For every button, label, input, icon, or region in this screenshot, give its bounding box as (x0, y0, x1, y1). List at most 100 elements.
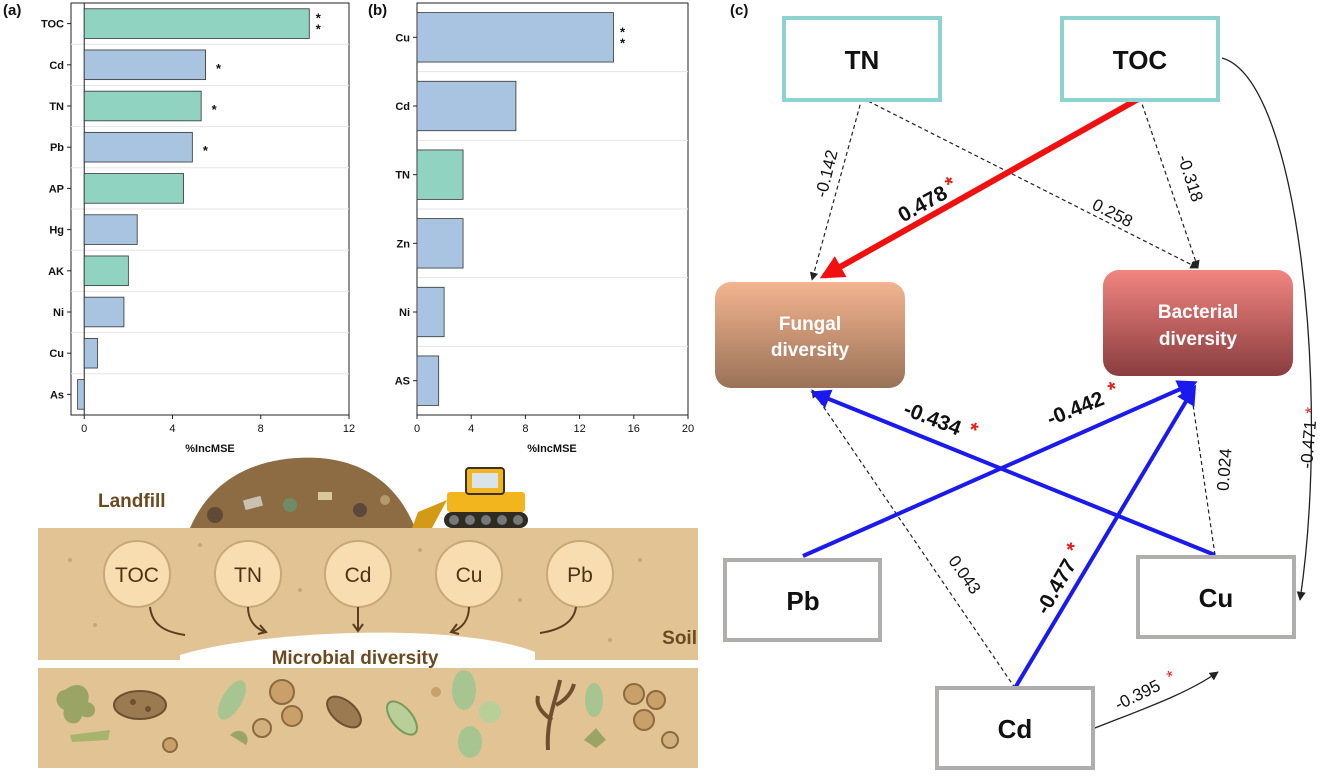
chart-b-xtick-label: 0 (414, 423, 420, 435)
chart-b-bar-cu (416, 12, 614, 63)
chart-b-category-label: AS (395, 376, 410, 388)
landfill-mound (190, 457, 415, 528)
coef-toc-bacterial: -0.318 (1174, 152, 1207, 204)
factor-circle-toc (103, 540, 171, 608)
coef-toc-cu: -0.471 (1297, 420, 1320, 470)
path-pb-bacterial (802, 380, 1198, 558)
coef-cd-fungal: 0.043 (945, 552, 985, 598)
node-pb-label: Pb (786, 586, 819, 616)
chart-a-bar-ni (83, 296, 125, 328)
sig-cu-fungal: * (965, 418, 982, 443)
node-fungal-line2: diversity (771, 340, 850, 361)
chart-b-xtick-label: 16 (628, 423, 640, 435)
node-cu-label: Cu (1199, 583, 1234, 613)
coef-cd-cu: -0.395 (1112, 676, 1164, 714)
factor-circle-pb-label: Pb (567, 564, 593, 587)
chart-a-category-label: TN (49, 101, 64, 113)
sig-cd-cu: * (1164, 666, 1179, 686)
chart-a-bar-cu (83, 337, 98, 369)
path-tn-bacterial (861, 97, 1199, 269)
chart-a-bar-ak (83, 255, 129, 287)
panel-label-a: (a) (3, 2, 21, 19)
node-bacterial (1103, 270, 1293, 376)
chart-b-significance: * (620, 35, 626, 50)
node-tn (782, 16, 942, 102)
microbial-label: Microbial diversity (272, 648, 439, 669)
chart-b-significance: * (620, 24, 626, 39)
panel-label-c: (c) (730, 2, 748, 19)
factor-circle-pb (546, 540, 614, 608)
coef-tn-fungal: -0.142 (812, 148, 842, 199)
chart-b-xlabel: %IncMSE (527, 443, 577, 455)
chart-a-bar-tn (83, 90, 202, 122)
chart-b-category-label: Zn (397, 238, 411, 250)
coef-cu-bacterial: 0.024 (1214, 448, 1236, 492)
chart-a-xtick-label: 12 (343, 423, 355, 435)
sig-pb-bacterial: * (1105, 377, 1122, 402)
path-toc-fungal (819, 95, 1142, 279)
factor-circle-tn-label: TN (234, 564, 262, 587)
path-cu-bacterial (1186, 383, 1216, 556)
chart-a-category-label: Cd (49, 60, 64, 72)
panel-label-b: (b) (368, 2, 387, 19)
microbes-icon (56, 670, 679, 758)
node-cu (1136, 555, 1296, 639)
chart-b-xtick-label: 4 (468, 423, 474, 435)
factor-circle-cu-label: Cu (456, 564, 483, 587)
path-cu-fungal (810, 389, 1216, 557)
chart-a-significance: * (216, 61, 222, 76)
landfill-illustration: Landfill Soil Microbial diversity (38, 457, 698, 768)
node-toc-label: TOC (1113, 45, 1168, 75)
coef-cu-fungal: -0.434 (900, 398, 964, 441)
chart-b-bar-as (416, 355, 440, 406)
factor-arrows (149, 606, 577, 636)
chart-a-category-label: Cu (49, 348, 64, 360)
factor-circles: TOC TN Cd Cu Pb (103, 540, 614, 636)
chart-b-xtick-label: 8 (522, 423, 528, 435)
chart-a-bar-pb (83, 131, 193, 163)
chart-a-significance: * (203, 143, 209, 158)
chart-a-category-label: Ni (53, 307, 64, 319)
chart-a-category-label: AP (49, 183, 64, 195)
chart-a-category-label: Hg (49, 225, 64, 237)
chart-b-category-label: Ni (399, 307, 410, 319)
node-pb (723, 558, 882, 642)
node-fungal-line1: Fungal (779, 314, 841, 335)
chart-a-category-label: As (50, 389, 64, 401)
node-fungal (715, 282, 905, 388)
chart-b-bar-ni (416, 286, 445, 338)
chart-a-category-label: TOC (41, 19, 64, 31)
chart-b-xtick-label: 12 (573, 423, 585, 435)
node-bacterial-line2: diversity (1159, 329, 1238, 350)
chart-a-bar-cd (83, 49, 206, 81)
chart-b-bar-zn (416, 218, 464, 269)
chart-b-bar-tn (416, 149, 464, 200)
chart-b-category-label: Cu (395, 32, 410, 44)
chart-a-xtick-label: 4 (169, 423, 175, 435)
coef-tn-bacterial: 0.258 (1089, 195, 1136, 231)
chart-b-category-label: TN (395, 170, 410, 182)
chart-b-bar-cd (416, 80, 517, 132)
chart-a-significance: * (316, 22, 322, 37)
path-toc-bacterial (1139, 97, 1200, 269)
node-cd-label: Cd (998, 714, 1033, 744)
factor-circle-toc-label: TOC (115, 564, 159, 587)
chart-a-significance: * (316, 11, 322, 26)
path-cd-cu (1089, 671, 1219, 731)
node-bacterial-line1: Bacterial (1158, 302, 1238, 323)
node-cd (935, 686, 1095, 770)
chart-a-xlabel: %IncMSE (185, 443, 235, 455)
chart-a-bar-toc (83, 8, 310, 39)
node-tn-label: TN (845, 45, 880, 75)
bulldozer-icon (412, 467, 528, 528)
sig-toc-cu: * (1302, 406, 1322, 415)
soil-label: Soil (662, 628, 697, 649)
factor-circle-cd-label: Cd (345, 564, 372, 587)
chart-b-xtick-label: 20 (682, 423, 694, 435)
chart-a-xtick-label: 8 (258, 423, 264, 435)
path-diagram: TN TOC Fungal diversity Bacterial divers… (715, 16, 1322, 770)
sig-cd-bacterial: * (1062, 538, 1086, 557)
